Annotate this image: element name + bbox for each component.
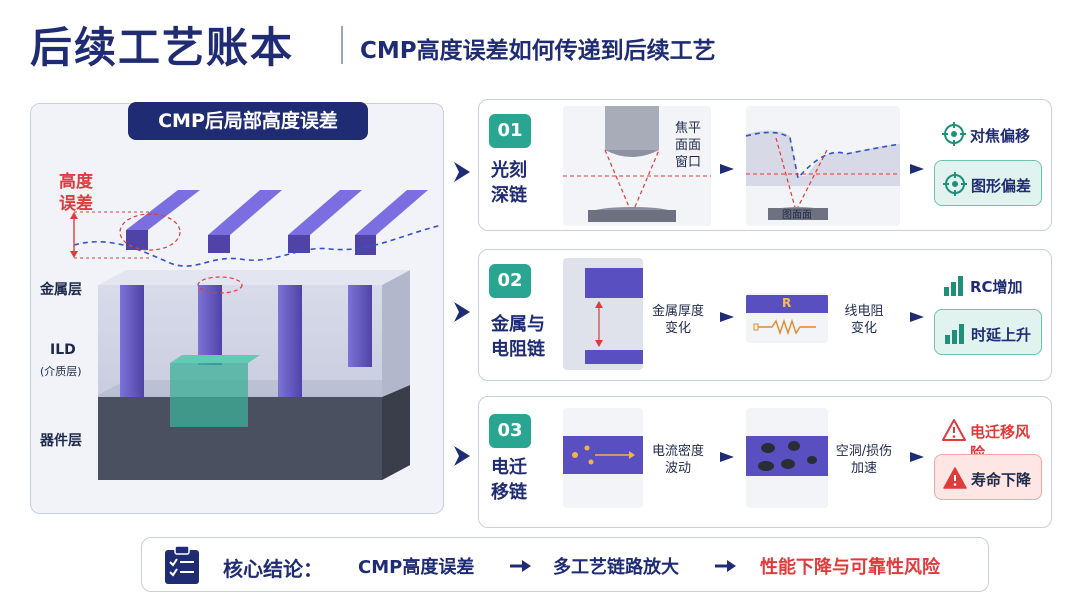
- conclusion-bar: [141, 537, 989, 592]
- row-2-thickness-text: 金属厚度 变化: [651, 304, 704, 336]
- bar-chart-icon: [945, 324, 964, 344]
- voids-image: [746, 408, 828, 508]
- row-1-label: 光刻 深链: [491, 160, 527, 206]
- row-3-void-text: 空洞/损伤 加速: [835, 444, 893, 476]
- row-1-arrow-b: [910, 164, 924, 174]
- ild-layer-sublabel: (介质层): [40, 365, 82, 378]
- device-layer-label: 器件层: [40, 433, 82, 449]
- warning-icon: [943, 467, 967, 489]
- row-2-result-1: RC增加: [934, 267, 1042, 303]
- row-1-focal-text: 焦平 面面 窗口: [674, 121, 701, 170]
- clipboard-checklist-icon: [165, 545, 199, 584]
- cross-section-header: CMP后局部高度误差: [128, 102, 368, 140]
- conclusion-step-1: CMP高度误差: [358, 557, 475, 578]
- row-2-arrow-b: [910, 312, 924, 322]
- current-density-image: [563, 408, 643, 508]
- row-2-result-2: 时延上升: [934, 309, 1042, 355]
- row-3-result-2: 寿命下降: [934, 454, 1042, 500]
- crosshair-icon: [943, 172, 967, 196]
- lithography-lens-image: [563, 106, 711, 226]
- row-2-arrow-a: [720, 312, 734, 322]
- conclusion-arrow-1: [510, 560, 531, 572]
- row-3-arrow-b: [910, 452, 924, 462]
- target-icon: [942, 122, 966, 146]
- chain-arrow-1: [454, 162, 470, 182]
- row-3-badge: 03: [489, 414, 531, 448]
- height-error-label: 高度 误差: [59, 172, 93, 214]
- row-3-arrow-a: [720, 452, 734, 462]
- row-1-result-2: 图形偏差: [934, 160, 1042, 206]
- chain-arrow-3: [454, 446, 470, 466]
- row-1-result-1: 对焦偏移: [934, 116, 1042, 152]
- page-subtitle: CMP高度误差如何传递到后续工艺: [360, 38, 716, 64]
- conclusion-step-3: 性能下降与可靠性风险: [760, 557, 940, 578]
- row-3-current-text: 电流密度 波动: [651, 444, 704, 476]
- warning-icon: [942, 419, 966, 441]
- conclusion-arrow-2: [715, 560, 736, 572]
- page-title: 后续工艺账本: [30, 23, 295, 72]
- row-3-result-1: 电迁移风险: [934, 412, 1042, 462]
- bar-chart-icon: [944, 276, 963, 296]
- row-1-arrow-a: [720, 164, 734, 174]
- resistance-image: R: [746, 293, 828, 343]
- conclusion-label: 核心结论：: [223, 557, 323, 581]
- resistance-symbol-label: R: [782, 296, 792, 310]
- row-1-badge: 01: [489, 114, 531, 148]
- row-1-image-label: 图面面: [782, 210, 812, 221]
- row-3-label: 电迁 移链: [491, 457, 527, 503]
- row-2-badge: 02: [489, 264, 531, 298]
- metal-layer-label: 金属层: [40, 282, 82, 298]
- row-2-resistance-text: 线电阻 变化: [844, 304, 884, 336]
- lithography-focus-image: 图面面: [746, 106, 900, 226]
- conclusion-step-2: 多工艺链路放大: [553, 557, 679, 578]
- ild-layer-label: ILD: [50, 342, 76, 358]
- cross-section-illustration: [70, 190, 442, 480]
- metal-thickness-image: [563, 258, 643, 370]
- chain-arrow-2: [454, 302, 470, 322]
- title-divider: [341, 26, 343, 64]
- row-2-label: 金属与 电阻链: [491, 314, 545, 360]
